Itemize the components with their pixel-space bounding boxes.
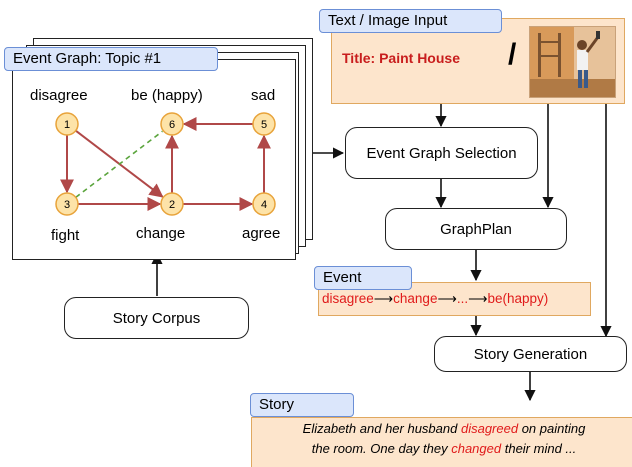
event-step-1: disagree bbox=[322, 291, 374, 306]
story-tag: Story bbox=[250, 393, 354, 417]
node-label-1: disagree bbox=[30, 87, 88, 104]
story-line-1-b: on painting bbox=[518, 421, 586, 436]
story-line-2-a: the room. One day they bbox=[311, 441, 452, 456]
graph-node-number-3: 3 bbox=[64, 199, 70, 211]
graph-node-number-6: 6 bbox=[169, 119, 175, 131]
event-graph-selection-box: Event Graph Selection bbox=[345, 127, 538, 179]
story-line-1: Elizabeth and her husband disagreed on p… bbox=[258, 419, 630, 439]
event-arrow-3-icon: ⟶ bbox=[468, 291, 488, 306]
painting-image bbox=[529, 26, 616, 98]
event-arrow-1-icon: ⟶ bbox=[373, 291, 394, 306]
event-graph-svg: 1 6 5 3 2 4 bbox=[55, 112, 276, 216]
node-label-4: agree bbox=[242, 225, 281, 242]
graph-node-6 bbox=[160, 112, 184, 136]
story-line-2-red: changed bbox=[451, 441, 502, 456]
node-label-3: fight bbox=[51, 227, 80, 244]
graph-node-3 bbox=[55, 192, 79, 216]
story-line-1-red: disagreed bbox=[460, 421, 519, 436]
graph-node-number-1: 1 bbox=[64, 119, 70, 131]
event-arrow-2-icon: ⟶ bbox=[437, 291, 457, 306]
story-corpus-label: Story Corpus bbox=[112, 309, 201, 327]
story-generation-label: Story Generation bbox=[473, 345, 588, 363]
node-label-5: sad bbox=[251, 87, 276, 104]
story-generation-box: Story Generation bbox=[434, 336, 627, 372]
graph-node-number-5: 5 bbox=[261, 119, 267, 131]
event-graph-selection-label: Event Graph Selection bbox=[366, 144, 517, 162]
event-step-3: ... bbox=[456, 291, 469, 306]
story-line-1-a: Elizabeth and her husband bbox=[302, 421, 461, 436]
graph-node-4 bbox=[252, 192, 276, 216]
story-line-2: the room. One day they changed their min… bbox=[258, 439, 630, 459]
painting-scene-icon bbox=[530, 27, 615, 97]
graph-node-2 bbox=[160, 192, 184, 216]
graphplan-label: GraphPlan bbox=[440, 220, 512, 238]
graph-nodes: 1 6 5 3 2 4 bbox=[55, 112, 276, 216]
graph-node-number-2: 2 bbox=[169, 199, 175, 211]
graph-node-number-4: 4 bbox=[261, 199, 267, 211]
event-step-4: be(happy) bbox=[487, 291, 549, 306]
story-line-2-b: their mind ... bbox=[501, 441, 577, 456]
graphplan-box: GraphPlan bbox=[385, 208, 567, 250]
graph-edge-3-6 bbox=[75, 130, 163, 198]
input-tag: Text / Image Input bbox=[319, 9, 502, 33]
node-label-6: be (happy) bbox=[131, 87, 203, 104]
story-panel bbox=[251, 417, 632, 467]
graph-node-1 bbox=[55, 112, 79, 136]
graph-node-5 bbox=[252, 112, 276, 136]
input-title: Title: Paint House bbox=[342, 50, 460, 66]
node-label-2: change bbox=[136, 225, 186, 242]
event-tag: Event bbox=[314, 266, 412, 290]
story-corpus-box: Story Corpus bbox=[64, 297, 249, 339]
input-separator: / bbox=[508, 38, 517, 71]
event-graph-tag: Event Graph: Topic #1 bbox=[4, 47, 218, 71]
graph-edges bbox=[60, 117, 271, 211]
event-step-2: change bbox=[393, 291, 438, 306]
event-graph-panel: 1 6 5 3 2 4 bbox=[12, 59, 296, 260]
input-title-text: Title: Paint House bbox=[342, 50, 460, 66]
event-sequence: disagree⟶change⟶...⟶be(happy) bbox=[322, 291, 548, 307]
